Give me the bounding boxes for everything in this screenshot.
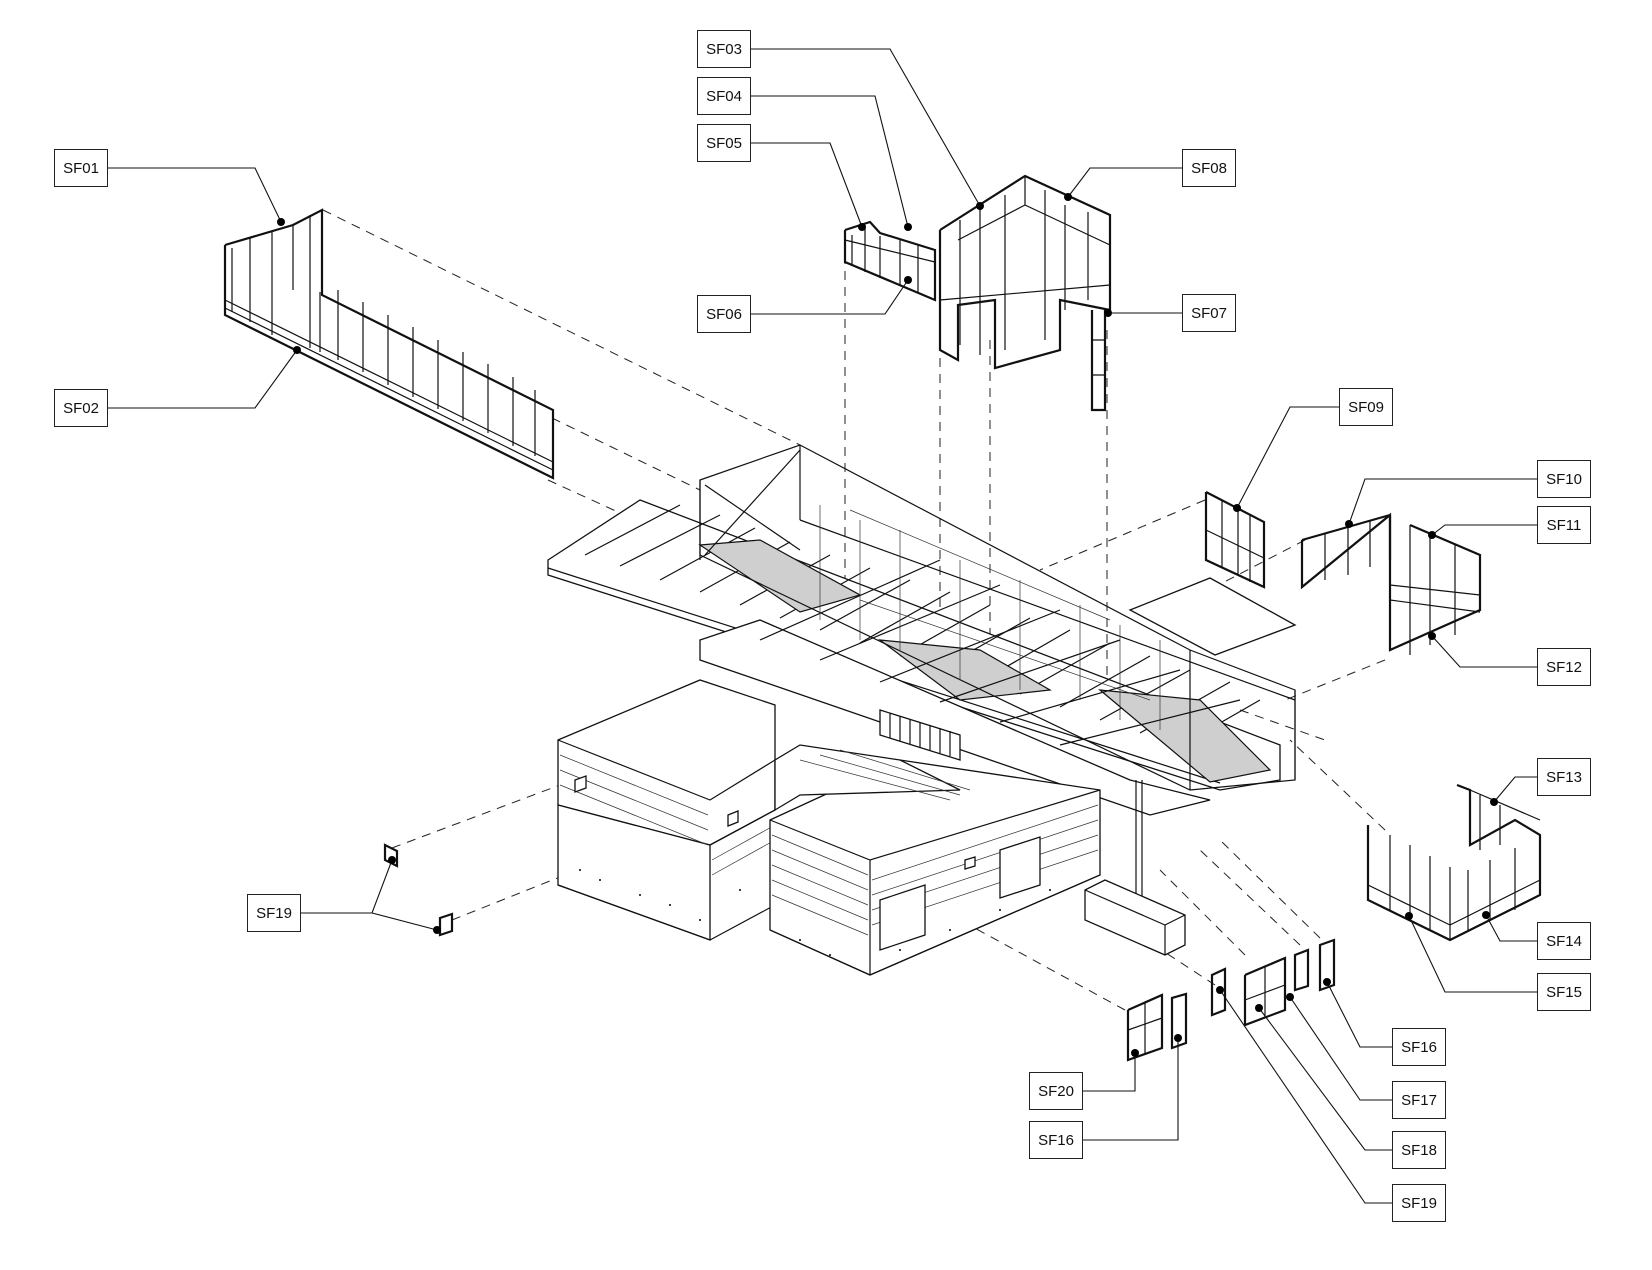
tag-sf17: SF17	[1392, 1081, 1446, 1119]
tag-sf06: SF06	[697, 295, 751, 333]
tag-sf14: SF14	[1537, 922, 1591, 960]
lower-volumes	[557, 679, 1186, 976]
roof-structure	[547, 444, 1297, 905]
tag-sf19-right: SF19	[1392, 1184, 1446, 1222]
wall-frame-sf13-sf15	[1366, 783, 1542, 942]
tag-sf16-bottom: SF16	[1029, 1121, 1083, 1159]
tag-sf18: SF18	[1392, 1131, 1446, 1169]
wall-frame-sf01-sf02	[223, 208, 555, 480]
tag-sf10: SF10	[1537, 460, 1591, 498]
tag-sf15: SF15	[1537, 973, 1591, 1011]
window-elements	[383, 843, 1336, 1062]
tag-sf05: SF05	[697, 124, 751, 162]
concrete-stipple	[579, 869, 1051, 956]
tag-sf16-right: SF16	[1392, 1028, 1446, 1066]
tag-sf13: SF13	[1537, 758, 1591, 796]
leader-dots	[277, 193, 1498, 1057]
tag-sf07: SF07	[1182, 294, 1236, 332]
tag-sf20: SF20	[1029, 1072, 1083, 1110]
tag-sf12: SF12	[1537, 648, 1591, 686]
tag-sf09: SF09	[1339, 388, 1393, 426]
wall-frame-sf03-sf08	[843, 174, 1112, 412]
tag-sf19-left: SF19	[247, 894, 301, 932]
tag-sf08: SF08	[1182, 149, 1236, 187]
tag-sf11: SF11	[1537, 506, 1591, 544]
tag-sf04: SF04	[697, 77, 751, 115]
tag-sf03: SF03	[697, 30, 751, 68]
wall-frame-sf09-sf12	[1204, 491, 1482, 655]
tag-sf02: SF02	[54, 389, 108, 427]
leader-lines	[108, 48, 1537, 1204]
tag-sf01: SF01	[54, 149, 108, 187]
